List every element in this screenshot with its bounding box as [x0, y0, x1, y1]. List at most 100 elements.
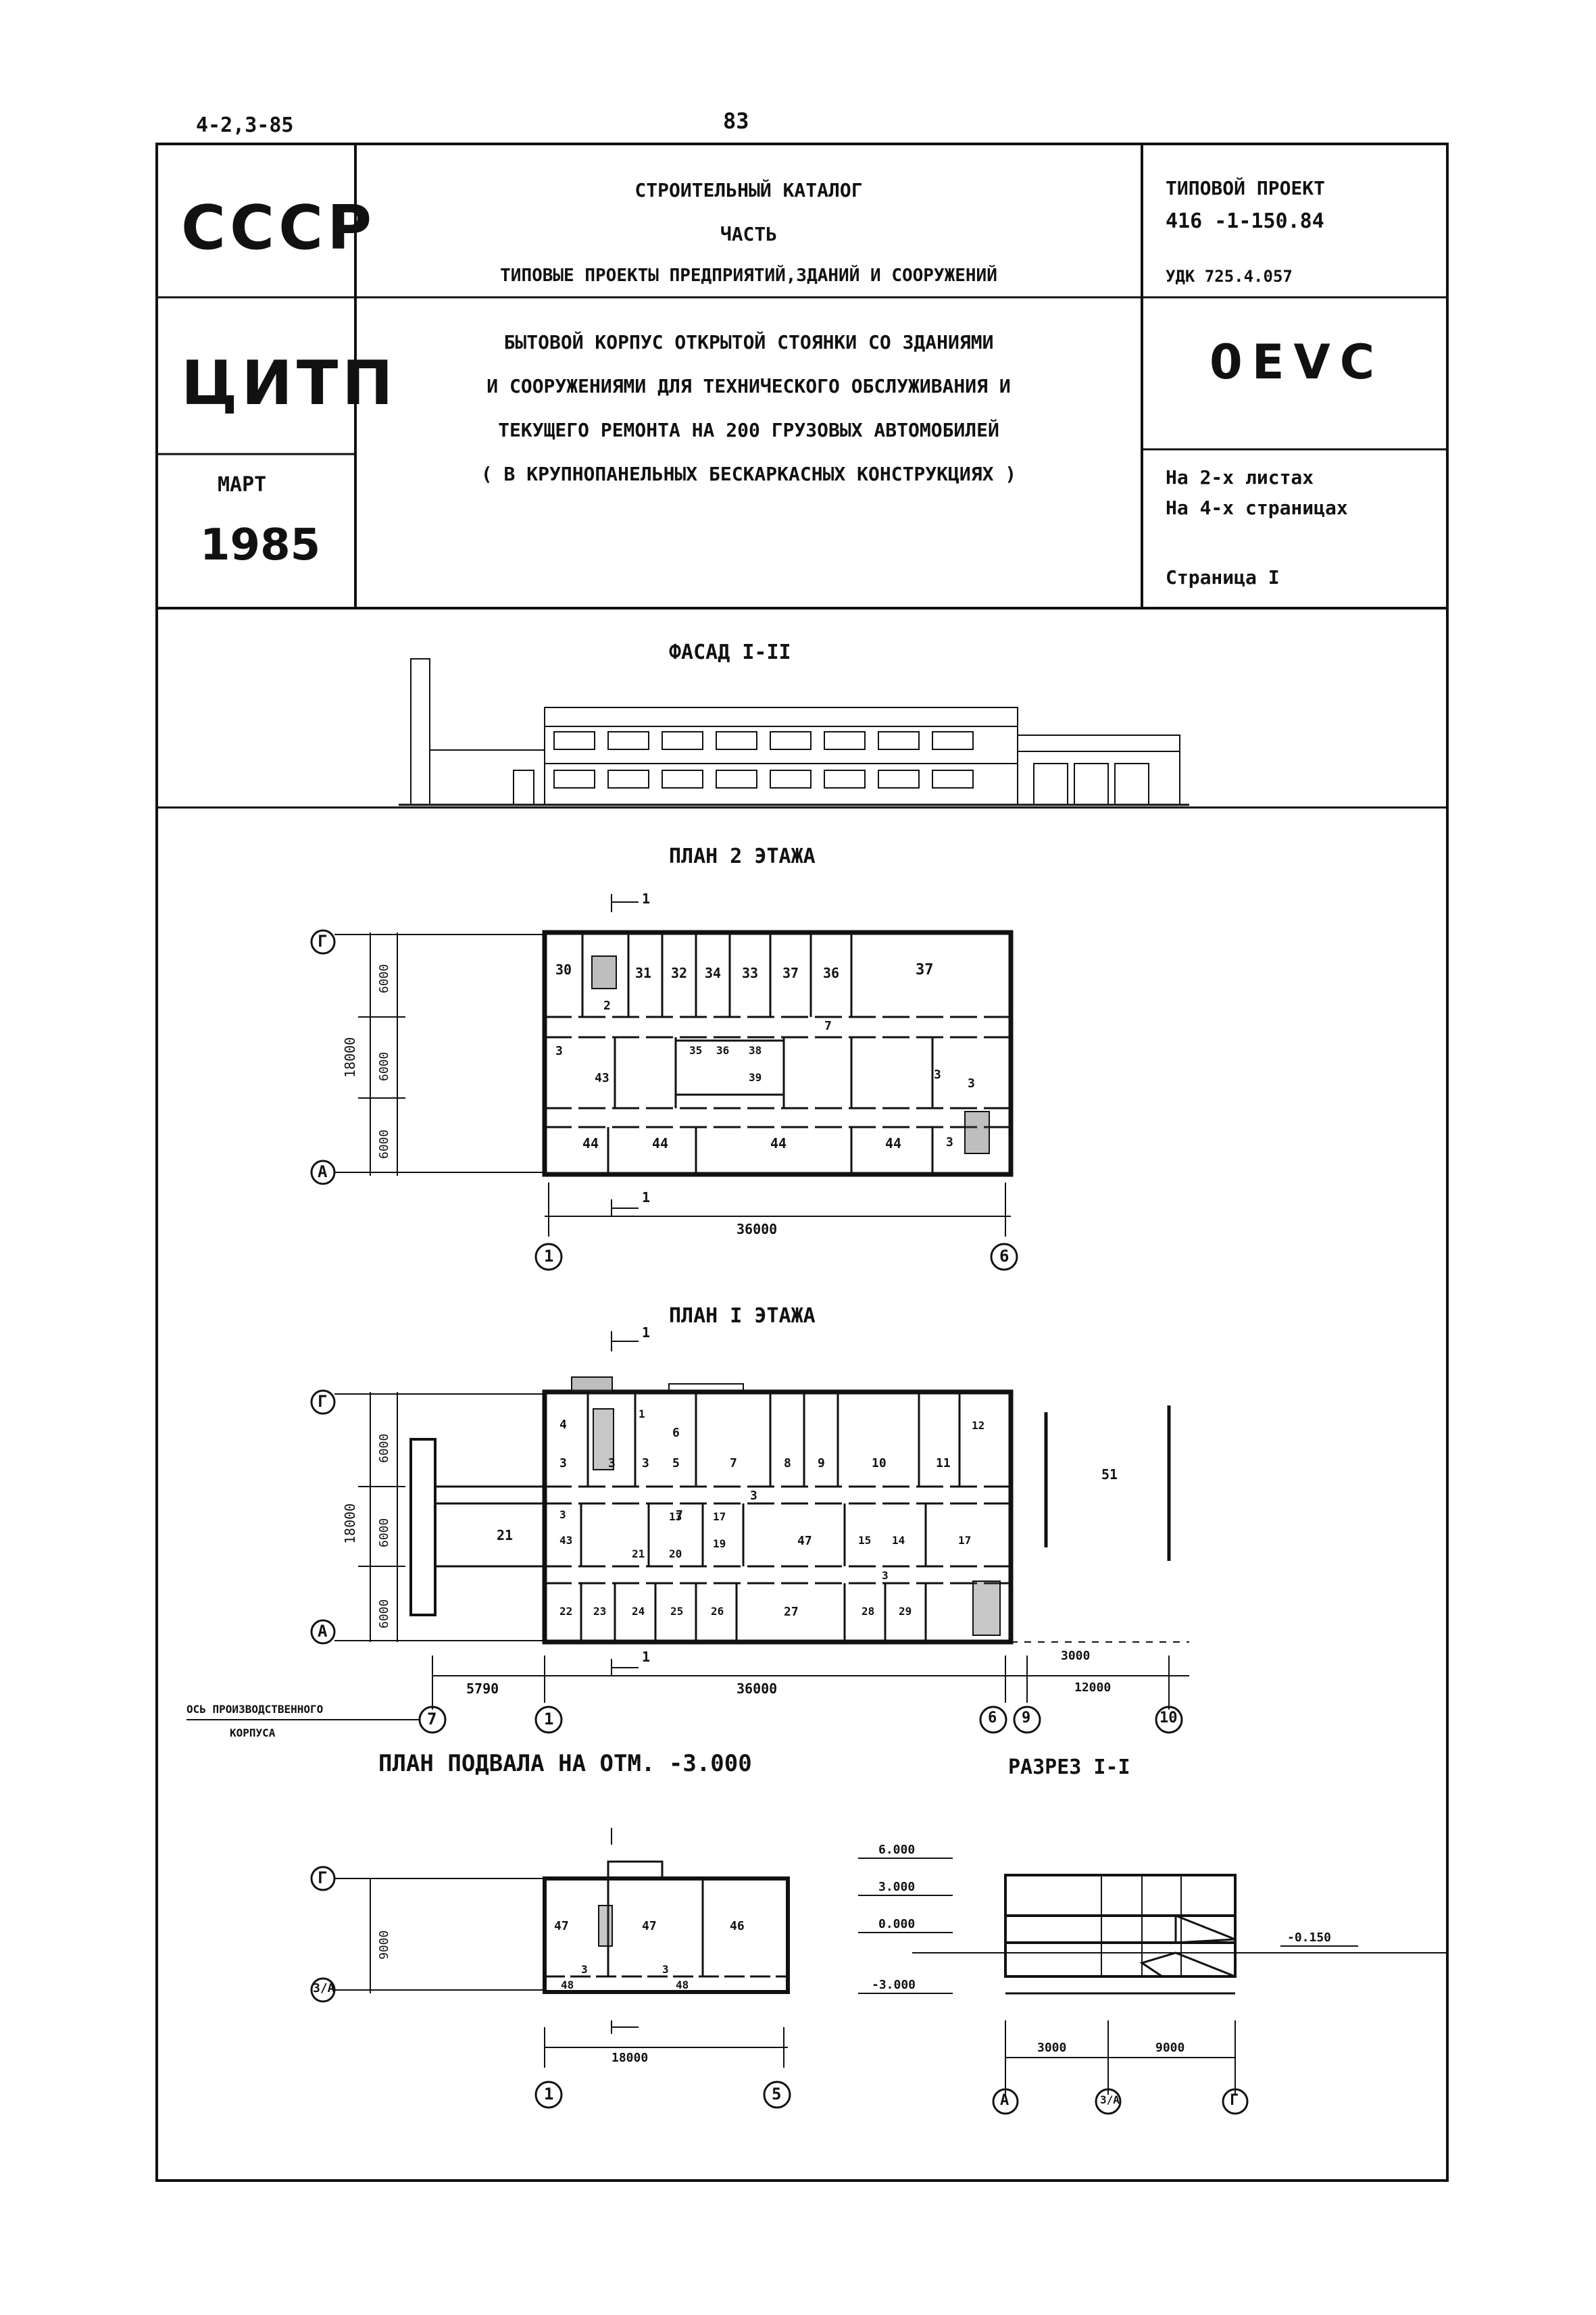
room-number: 3	[555, 1044, 563, 1058]
plan2-drawing	[310, 894, 1018, 1271]
basement-title: ПЛАН ПОДВАЛА НА ОТМ. -3.000	[378, 1750, 752, 1777]
axis-label: 3/А	[313, 1981, 335, 1995]
page-number: 83	[723, 108, 749, 134]
room-number: 25	[670, 1605, 684, 1618]
room-number: 24	[632, 1605, 645, 1618]
axis-label: А	[318, 1162, 328, 1181]
room-number: 20	[669, 1547, 682, 1560]
room-number: 28	[862, 1605, 875, 1618]
room-number: 3	[642, 1456, 649, 1470]
dimension-label: 6000	[377, 1599, 391, 1628]
facade-drawing	[399, 658, 1189, 806]
room-number: 47	[797, 1534, 812, 1548]
room-number: 43	[595, 1071, 609, 1085]
project-title-line: И СООРУЖЕНИЯМИ ДЛЯ ТЕХНИЧЕСКОГО ОБСЛУЖИВ…	[487, 375, 1011, 397]
org-citp: ЦИТП	[181, 348, 397, 419]
page-label: Страница I	[1166, 566, 1280, 589]
room-number: 39	[749, 1071, 762, 1084]
section-drawing	[858, 1858, 1447, 2115]
axis-note: ОСЬ ПРОИЗВОДСТВЕННОГО	[186, 1703, 324, 1716]
room-number: 22	[559, 1605, 573, 1618]
room-number: 37	[916, 962, 934, 978]
room-number: 7	[730, 1456, 737, 1470]
level-mark: 3.000	[878, 1880, 916, 1894]
dimension-label: 36000	[737, 1221, 778, 1237]
axis-label: Г	[318, 1392, 328, 1411]
section-mark: 1	[642, 1324, 651, 1341]
room-number: 12	[972, 1419, 985, 1432]
release-year: 1985	[200, 520, 321, 570]
room-number: 3	[882, 1569, 889, 1582]
udk-code: УДК 725.4.057	[1166, 267, 1293, 286]
room-number: 51	[1101, 1466, 1118, 1483]
room-number: 17	[958, 1534, 972, 1547]
room-number: 3	[559, 1508, 566, 1521]
axis-label: 1	[544, 1247, 554, 1266]
room-number: 7	[676, 1508, 683, 1522]
room-number: 15	[858, 1534, 872, 1547]
project-number: 416 -1-150.84	[1166, 209, 1324, 233]
room-number: 33	[742, 965, 759, 981]
page-count: На 4-х страницах	[1166, 497, 1348, 519]
room-number: 14	[892, 1534, 905, 1547]
room-number: 19	[713, 1537, 726, 1550]
room-number: 30	[555, 962, 572, 978]
room-number: 1	[639, 1408, 645, 1420]
room-number: 47	[554, 1919, 569, 1933]
room-number: 5	[672, 1456, 680, 1470]
room-number: 44	[885, 1135, 902, 1151]
axis-label: А	[318, 1622, 328, 1641]
room-number: 8	[784, 1456, 791, 1470]
room-number: 35	[689, 1044, 703, 1057]
level-mark: -3.000	[872, 1978, 916, 1992]
dimension-label: 18000	[612, 2051, 649, 2065]
basement-drawing	[310, 1828, 791, 2109]
axis-label: Г	[1230, 2092, 1239, 2109]
level-mark: -0.150	[1287, 1931, 1332, 1945]
dimension-label: 6000	[377, 1051, 391, 1081]
axis-label: 7	[427, 1710, 437, 1728]
level-mark: 0.000	[878, 1917, 916, 1931]
axis-label: Г	[318, 932, 328, 951]
catalog-part: ЧАСТЬ	[720, 223, 778, 245]
room-number: 38	[749, 1044, 762, 1057]
axis-note: КОРПУСА	[230, 1726, 276, 1739]
catalog-section: ТИПОВЫЕ ПРОЕКТЫ ПРЕДПРИЯТИЙ,ЗДАНИЙ И СОО…	[500, 266, 997, 286]
room-number: 31	[635, 965, 652, 981]
dimension-label: 18000	[342, 1037, 358, 1078]
dimension-label: 9000	[377, 1930, 391, 1960]
plan1-drawing	[186, 1331, 1189, 1734]
room-number: 48	[561, 1978, 574, 1991]
room-number: 3	[968, 1076, 975, 1091]
room-number: 17	[713, 1510, 726, 1523]
level-mark: 6.000	[878, 1843, 916, 1857]
project-title-line: БЫТОВОЙ КОРПУС ОТКРЫТОЙ СТОЯНКИ СО ЗДАНИ…	[503, 331, 994, 353]
room-number: 36	[716, 1044, 730, 1057]
dimension-label: 3000	[1037, 2041, 1067, 2055]
axis-label: 5	[772, 2085, 782, 2104]
section-title: РАЗРЕЗ I-I	[1008, 1756, 1130, 1779]
dimension-label: 12000	[1074, 1681, 1112, 1695]
room-number: 11	[936, 1456, 951, 1470]
room-number: 44	[582, 1135, 599, 1151]
axis-label: 10	[1159, 1710, 1178, 1726]
room-number: 44	[652, 1135, 669, 1151]
project-title-line: ТЕКУЩЕГО РЕМОНТА НА 200 ГРУЗОВЫХ АВТОМОБ…	[498, 419, 999, 441]
room-number: 7	[824, 1019, 832, 1033]
dimension-label: 9000	[1155, 2041, 1185, 2055]
room-number: 36	[823, 965, 840, 981]
room-number: 23	[593, 1605, 607, 1618]
axis-label: 9	[1022, 1710, 1031, 1726]
plan2-title: ПЛАН 2 ЭТАЖА	[669, 845, 816, 868]
axis-label: 1	[544, 1710, 554, 1728]
room-number: 21	[497, 1527, 514, 1543]
room-number: 26	[711, 1605, 724, 1618]
axis-label: А	[1000, 2092, 1009, 2109]
room-number: 4	[559, 1418, 567, 1432]
room-number: 46	[730, 1919, 745, 1933]
dimension-label: 36000	[737, 1681, 778, 1697]
plan1-title: ПЛАН I ЭТАЖА	[669, 1304, 816, 1328]
org-ussr: СССР	[181, 193, 376, 264]
room-number: 13	[669, 1510, 682, 1523]
document-code: 4-2,3-85	[196, 114, 294, 137]
